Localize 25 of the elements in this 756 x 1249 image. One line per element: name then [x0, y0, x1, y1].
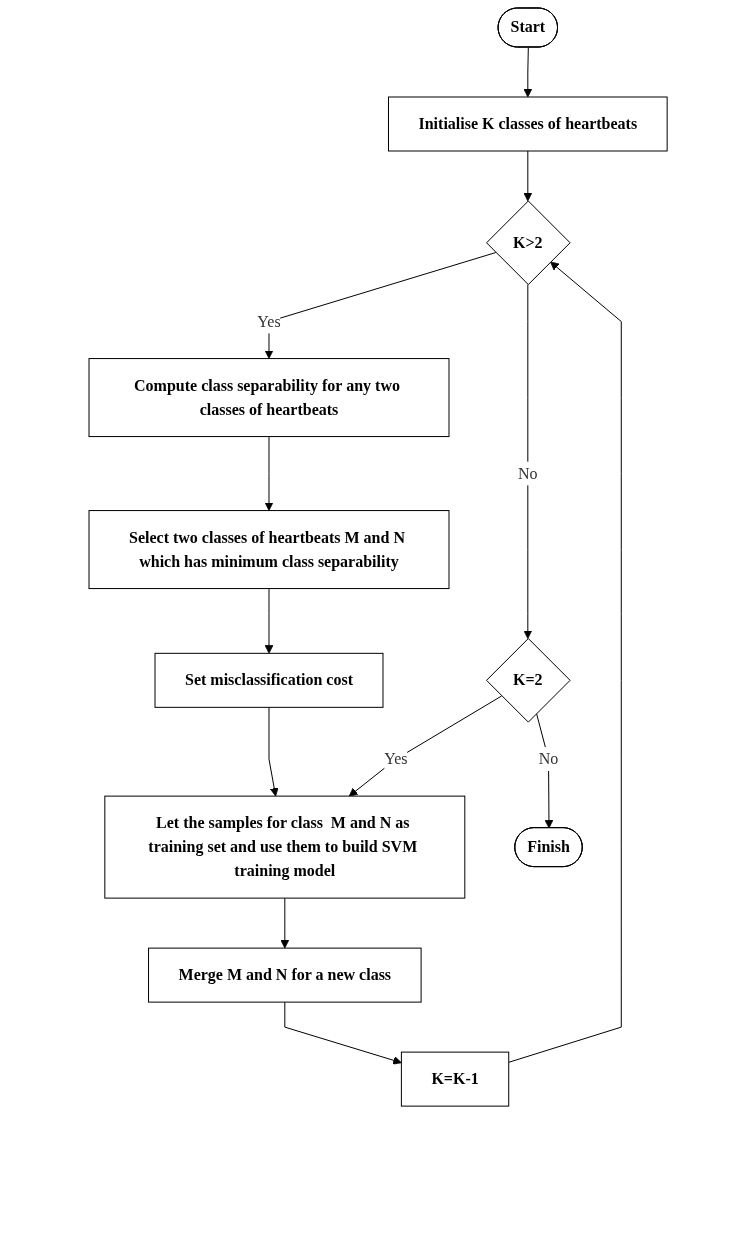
node-box: K=K-1 [400, 1051, 510, 1107]
edge-label: No [538, 750, 559, 768]
node-box: Initialise K classes of heartbeats [387, 96, 668, 152]
arrow [280, 897, 290, 949]
node-box: Set misclassification cost [154, 652, 384, 708]
arrow [348, 695, 503, 797]
node-box: Compute class separability for any two classes of heartbeats [88, 358, 450, 438]
arrow [523, 150, 533, 202]
edge-label: Yes [384, 750, 408, 768]
node-box: Let the samples for class M and N as training set and use them to build SVM training model [104, 795, 466, 899]
arrow [284, 1001, 402, 1065]
edge-label: Yes [257, 312, 281, 330]
edge-label: No [517, 464, 538, 482]
node-diamond: K>2 [485, 200, 571, 286]
arrow [268, 706, 279, 797]
node-box: Select two classes of heartbeats M and N which has minimum class separability [88, 510, 450, 590]
arrow [508, 261, 622, 1063]
arrow [264, 588, 274, 654]
node-box: Merge M and N for a new class [147, 947, 422, 1003]
arrow [264, 436, 274, 511]
arrow [523, 47, 533, 98]
node-diamond: K=2 [485, 638, 571, 723]
arrow [264, 252, 497, 359]
arrow [523, 284, 533, 639]
arrow [535, 712, 554, 829]
